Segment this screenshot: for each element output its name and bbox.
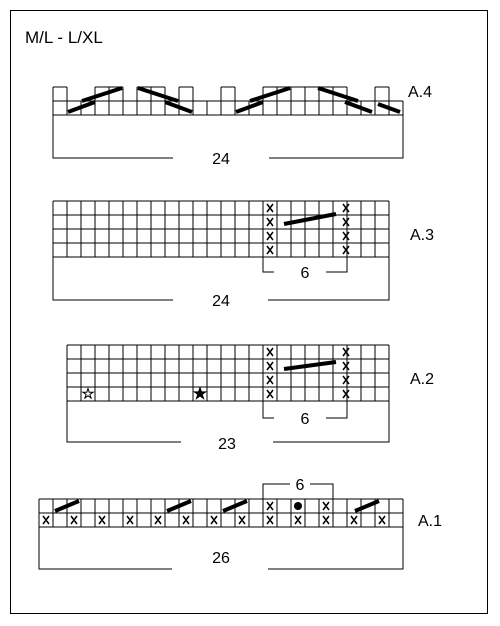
a4-chart-name: A.4 [408,84,432,101]
a2-width-count: 23 [218,436,236,453]
a1-purl-symbols [42,501,386,525]
a2-grid [66,344,390,402]
a3-width-bracket [52,257,390,301]
a2-purl-symbols [266,347,350,399]
star-outline-icon [81,386,95,400]
a3-chart-name: A.3 [410,227,434,244]
size-label: M/L - L/XL [25,28,103,47]
a2-repeat-count: 6 [301,411,310,428]
a3-repeat-bracket [262,257,348,273]
a1-repeat-count: 6 [296,477,305,494]
a2-width-bracket [66,401,390,443]
chart-a1 [38,483,404,570]
a1-cable-symbols [54,499,380,513]
a3-cable-symbol [283,212,337,226]
chart-a4 [52,86,404,159]
a1-repeat-bracket [262,483,334,499]
a3-purl-symbols [266,203,350,255]
a4-cable-symbols [67,86,401,114]
chart-a2 [66,344,390,443]
a3-width-count: 24 [212,293,230,310]
star-filled-icon [192,385,208,400]
a4-width-bracket [52,115,404,159]
a2-repeat-bracket [262,401,348,419]
a2-cable-symbol [283,360,337,371]
a4-grid [52,86,404,116]
chart-a3 [52,200,390,301]
a1-width-bracket [38,527,404,570]
a1-grid [38,498,404,528]
bobble-icon [294,502,302,510]
a3-repeat-count: 6 [301,265,310,282]
a3-grid [52,200,390,258]
a2-chart-name: A.2 [410,371,434,388]
a4-width-count: 24 [212,151,230,168]
a1-chart-name: A.1 [418,513,442,530]
chart-frame [10,10,488,614]
a1-width-count: 26 [212,550,230,567]
